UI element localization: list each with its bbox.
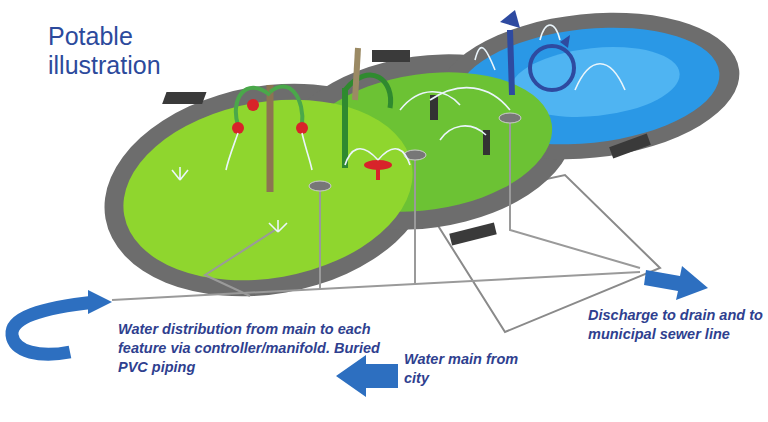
spray: [378, 149, 410, 165]
spray: [269, 220, 287, 232]
spray: [302, 133, 312, 170]
dolphin-fin: [560, 35, 570, 48]
pole: [267, 85, 274, 192]
dolphin: [500, 10, 520, 28]
pole: [510, 30, 512, 95]
spray: [475, 48, 495, 70]
cherry: [247, 99, 259, 111]
arch: [236, 88, 270, 125]
diagram-title: Potable illustration: [48, 22, 198, 80]
pvc-pipe: [510, 118, 640, 268]
water-spray: [172, 25, 625, 232]
drain: [499, 113, 521, 123]
drain: [309, 181, 331, 191]
arrow-head: [88, 290, 112, 314]
bench: [372, 50, 410, 62]
pvc-pipe: [414, 155, 416, 284]
pvc-pipe: [112, 272, 640, 300]
spray: [172, 167, 188, 180]
curved-arrow: [12, 302, 95, 354]
callout-note: Discharge to drain and to municipal sewe…: [588, 306, 766, 344]
pole: [342, 88, 348, 168]
ring: [530, 46, 574, 90]
spray: [345, 149, 378, 165]
right-arrow: [644, 266, 708, 300]
spray: [540, 25, 560, 40]
bench: [449, 223, 497, 246]
pole: [355, 48, 358, 100]
bench: [609, 134, 651, 159]
spray: [226, 133, 238, 170]
spray: [575, 64, 625, 90]
bench: [162, 92, 206, 104]
spray: [430, 88, 510, 110]
pole: [376, 165, 380, 180]
callout-note: Water distribution from main to each fea…: [118, 320, 380, 377]
cherry: [296, 122, 308, 134]
pvc-pipe: [205, 230, 275, 296]
spray: [440, 126, 486, 140]
arch: [270, 86, 302, 125]
pvc-pipe: [319, 186, 321, 289]
spray: [400, 92, 460, 110]
cherry: [232, 122, 244, 134]
lime-zone: [109, 78, 427, 302]
left-arrow: [336, 355, 398, 397]
arch: [345, 75, 391, 108]
callout-note: Water main from city: [404, 350, 524, 388]
